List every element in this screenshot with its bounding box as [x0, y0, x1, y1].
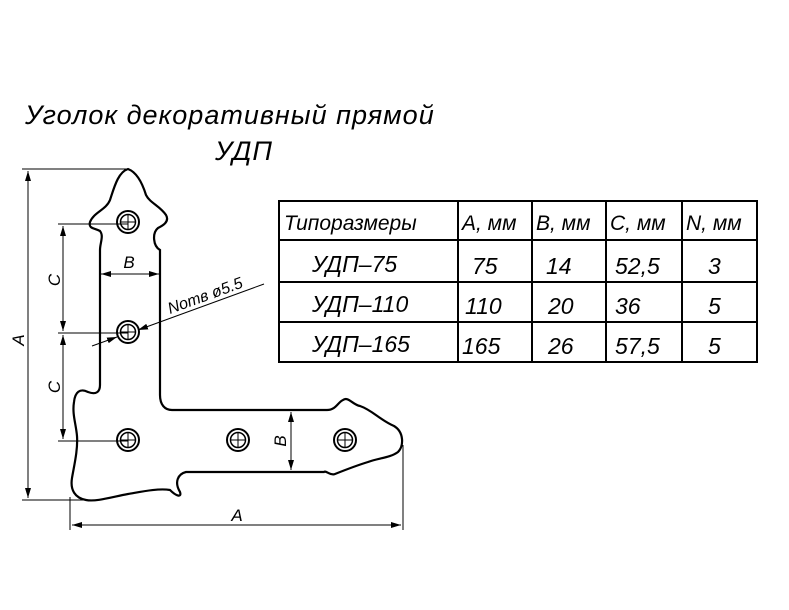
table-cell: 14	[546, 253, 572, 279]
dim-label-a-horizontal: A	[230, 506, 242, 525]
table-header: N, мм	[686, 212, 742, 235]
table-row: УДП–110 110 20 36 5	[311, 291, 721, 319]
table-row: УДП–75 75 14 52,5 3	[311, 251, 721, 279]
corner-bracket-outline	[70, 167, 404, 502]
table-cell: 26	[547, 333, 574, 359]
hole-icon	[116, 428, 140, 452]
dim-label-a-vertical: A	[9, 334, 28, 346]
table-cell: 5	[708, 333, 721, 359]
hole-icon	[116, 320, 140, 344]
dimension-lines	[22, 168, 404, 530]
dim-label-b-horizontal-arm: B	[271, 435, 290, 446]
mounting-holes	[116, 210, 357, 452]
table-cell: 52,5	[615, 253, 660, 279]
hole-icon	[116, 210, 140, 234]
table-row: УДП–165 165 26 57,5 5	[311, 331, 721, 359]
hole-icon	[333, 428, 357, 452]
table-cell: 165	[462, 333, 501, 359]
sizes-table: Типоразмеры A, мм B, мм C, мм N, мм УДП–…	[278, 200, 758, 363]
hole-icon	[226, 428, 250, 452]
table-cell: 5	[708, 293, 721, 319]
hole-diameter-note: Nomв ø5.5	[166, 275, 246, 318]
table-cell: 20	[547, 293, 574, 319]
table-cell: 3	[708, 253, 721, 279]
dim-label-c-upper: C	[45, 273, 64, 286]
table-cell: 75	[472, 253, 498, 279]
table-cell: УДП–75	[311, 251, 397, 277]
table-header: B, мм	[536, 212, 590, 235]
table-cell: 110	[465, 293, 502, 319]
table-header-row: Типоразмеры A, мм B, мм C, мм N, мм	[284, 212, 742, 235]
table-header: C, мм	[610, 212, 666, 235]
table-cell: 57,5	[615, 333, 660, 359]
table-cell: УДП–110	[311, 291, 408, 317]
dim-label-b-vertical-arm: B	[123, 253, 134, 272]
table-cell: УДП–165	[311, 331, 410, 357]
table-cell: 36	[615, 293, 641, 319]
drawing-subtitle: УДП	[214, 136, 273, 166]
table-header: A, мм	[460, 212, 516, 235]
drawing-title: Уголок декоративный прямой	[24, 100, 435, 130]
dim-label-c-lower: C	[45, 380, 64, 393]
table-grid-lines	[279, 201, 757, 362]
table-header: Типоразмеры	[284, 212, 417, 235]
